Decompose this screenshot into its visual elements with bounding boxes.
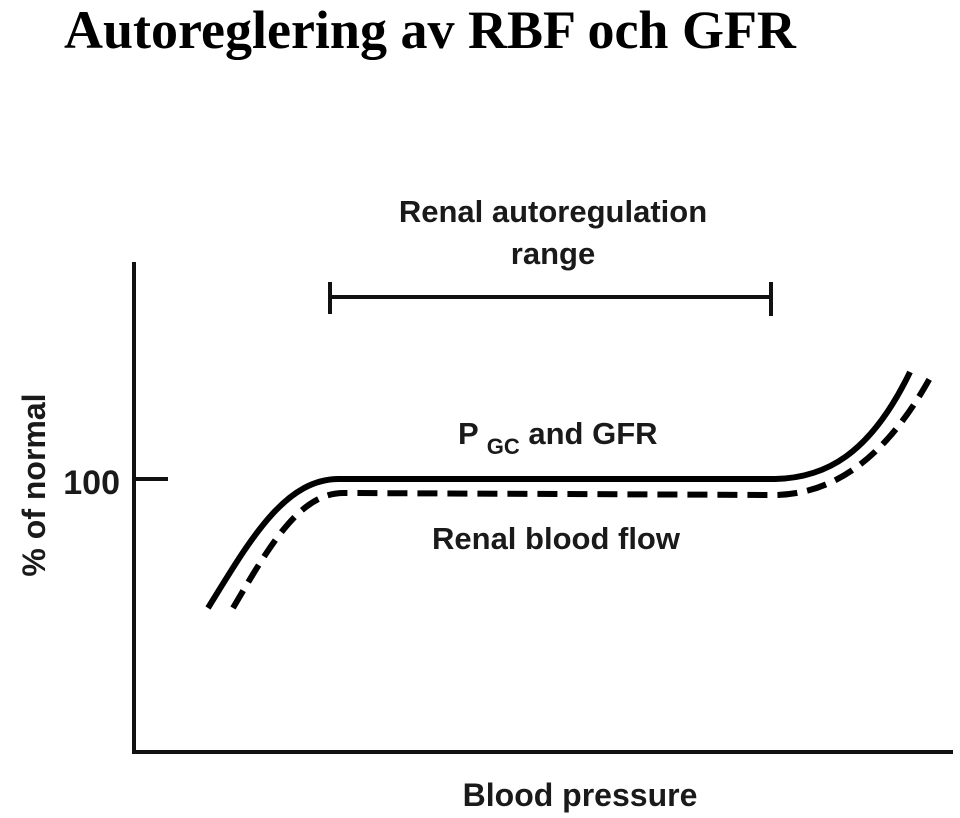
series-label-pgc-main: P	[458, 416, 478, 451]
autoregulation-range-bar	[328, 282, 773, 316]
series-label-pgc-sub: GC	[487, 434, 520, 459]
y-axis-label: % of normal	[16, 393, 52, 576]
series-label-renal-blood-flow: Renal blood flow	[432, 521, 681, 556]
slide-title: Autoreglering av RBF och GFR	[64, 0, 796, 60]
x-axis-label: Blood pressure	[463, 777, 698, 813]
series-label-pgc-rest: and GFR	[528, 416, 657, 451]
range-label-line1: Renal autoregulation	[399, 194, 707, 229]
y-tick-label-100: 100	[63, 464, 120, 502]
series-label-pgc-gfr: P GC and GFR	[458, 416, 658, 461]
series-line-renal-blood-flow	[230, 376, 933, 610]
range-label-line2: range	[511, 236, 595, 271]
series-line-pgc-gfr	[205, 370, 913, 610]
